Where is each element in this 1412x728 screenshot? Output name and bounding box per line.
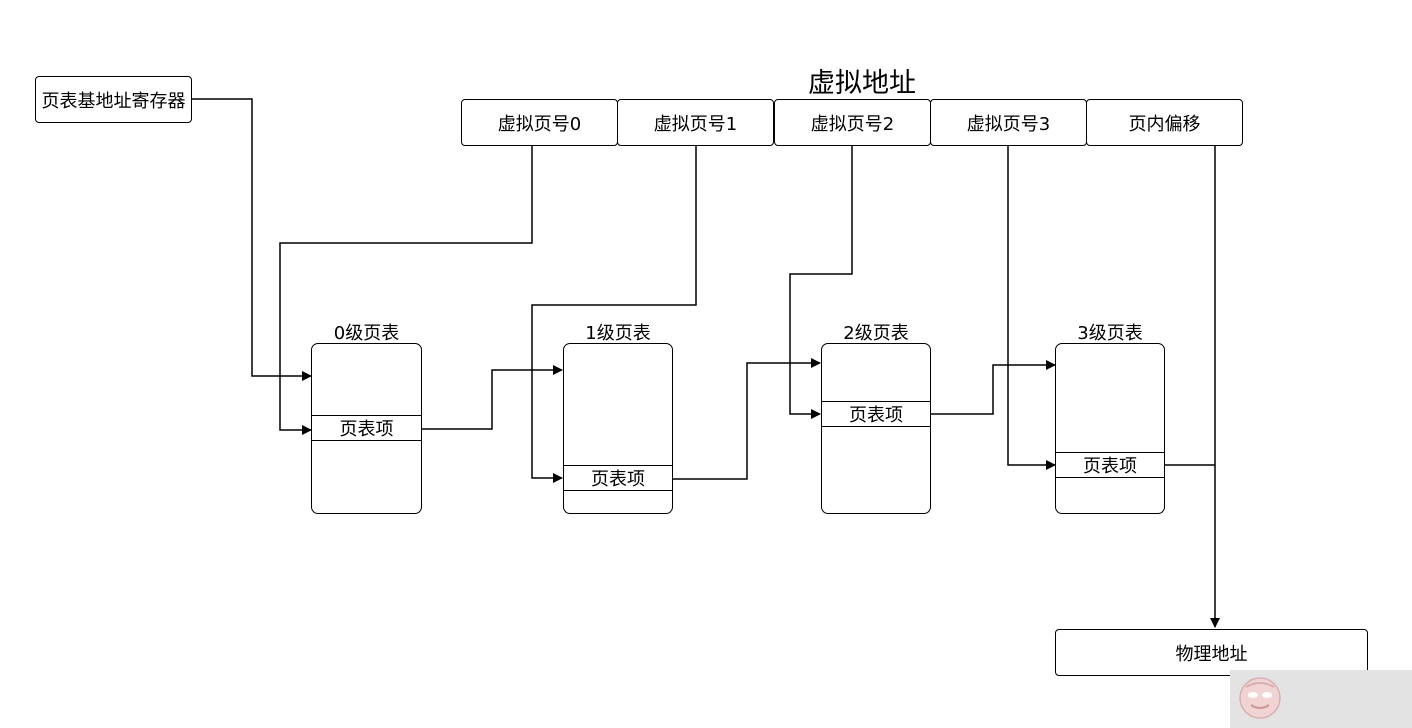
table2-to-table3-arrow (930, 360, 1056, 415)
register-label: 页表基地址寄存器 (41, 90, 186, 112)
field-page-offset: 页内偏移 (1086, 99, 1243, 146)
field-page-offset-label: 页内偏移 (1128, 113, 1201, 135)
page-table-0: 页表项 (311, 343, 422, 514)
vpn3-to-table3-entry-arrow (1007, 146, 1056, 470)
table2-entry-label: 页表项 (849, 405, 903, 426)
field-vpn2-label: 虚拟页号2 (810, 113, 895, 135)
virtual-address-title: 虚拟地址 (808, 68, 916, 99)
page-table-2: 页表项 (821, 343, 931, 514)
field-vpn0-label: 虚拟页号0 (497, 113, 582, 135)
table3-entry: 页表项 (1056, 452, 1164, 478)
page-table-1: 页表项 (563, 343, 673, 514)
field-vpn3-label: 虚拟页号3 (966, 113, 1051, 135)
field-vpn2: 虚拟页号2 (774, 99, 931, 146)
page-table-3: 页表项 (1055, 343, 1165, 514)
table1-entry-label: 页表项 (591, 469, 645, 490)
table2-title: 2级页表 (843, 323, 909, 344)
page-table-base-register: 页表基地址寄存器 (35, 76, 192, 123)
physical-address-box: 物理地址 (1055, 629, 1368, 676)
watermark (1230, 670, 1412, 728)
vpn0-to-table0-entry-arrow (279, 146, 533, 435)
field-vpn3: 虚拟页号3 (930, 99, 1087, 146)
field-vpn1-label: 虚拟页号1 (653, 113, 738, 135)
table2-entry: 页表项 (822, 401, 930, 427)
field-vpn1: 虚拟页号1 (617, 99, 774, 146)
table0-entry: 页表项 (312, 415, 421, 441)
register-to-table0-arrow (191, 98, 312, 381)
vpn2-to-table2-entry-arrow (789, 146, 853, 419)
table1-entry: 页表项 (564, 465, 672, 491)
field-vpn0: 虚拟页号0 (461, 99, 618, 146)
table0-title: 0级页表 (333, 323, 400, 344)
table0-to-table1-arrow (421, 365, 563, 430)
table3-entry-label: 页表项 (1083, 456, 1137, 477)
table0-entry-label: 页表项 (339, 419, 394, 440)
table3-title: 3级页表 (1077, 323, 1143, 344)
watermark-logo-icon (1239, 677, 1281, 719)
vpn1-to-table1-entry-arrow (531, 146, 697, 483)
table1-to-table2-arrow (673, 358, 821, 480)
physical-address-label: 物理地址 (1175, 643, 1248, 665)
table1-title: 1级页表 (585, 323, 651, 344)
